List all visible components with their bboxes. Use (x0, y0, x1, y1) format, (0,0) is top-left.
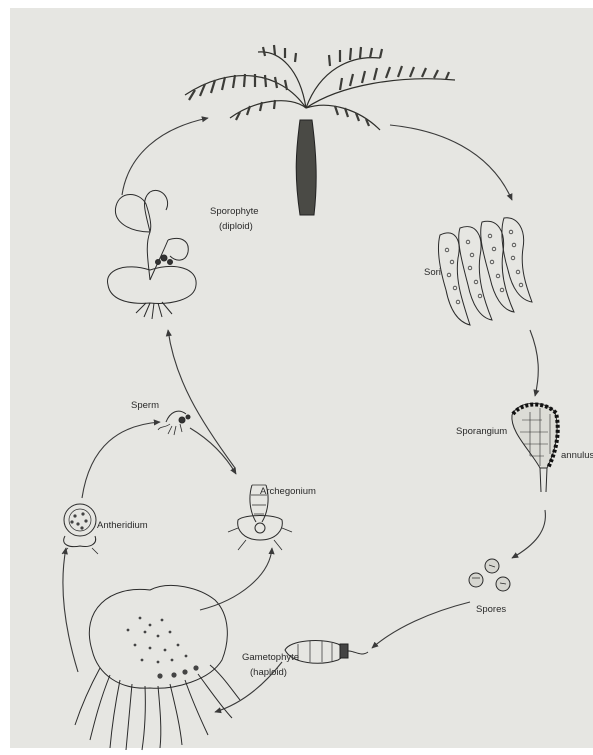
tree-fern-fronds (185, 52, 455, 130)
arrow-sporophyte-to-sori (390, 125, 512, 200)
arrow-spores-to-germinating-spore (372, 602, 470, 648)
gametophyte-rhizoids (75, 665, 240, 750)
arrow-sperm-to-archegonium (190, 428, 236, 474)
label-spores: Spores (476, 604, 506, 615)
gametophyte-illustration (75, 585, 240, 750)
tree-fern-trunk (296, 120, 316, 215)
arrow-archegonium-to-young-sporophyte (168, 330, 235, 468)
label-sporangium: Sporangium (456, 426, 507, 437)
arrow-gametophyte-to-antheridium (63, 548, 78, 672)
arrow-antheridium-to-sperm (82, 422, 160, 498)
tree-fern-pinnae (189, 45, 449, 126)
gametophyte-stipple (127, 617, 199, 679)
label-sporophyte: Sporophyte (210, 206, 259, 217)
label-gametophyte-haploid: (haploid) (250, 667, 287, 678)
label-sori: Sori (424, 267, 441, 278)
label-sperm: Sperm (131, 400, 159, 411)
label-gametophyte: Gametophyte (242, 652, 299, 663)
label-antheridium: Antheridium (97, 520, 148, 531)
arrow-sori-to-sporangium (530, 330, 538, 396)
sperm-illustration (158, 411, 190, 435)
spores-illustration (469, 559, 510, 591)
sporangium-illustration (512, 403, 558, 492)
labels: Sporophyte (diploid) Sori Sporangium ann… (97, 206, 593, 678)
label-annulus: annulus (561, 450, 593, 461)
label-archegonium: Archegonium (260, 486, 316, 497)
arrow-young-to-mature-sporophyte (122, 118, 208, 195)
antheridium-illustration (62, 504, 98, 554)
young-sporophyte-illustration (108, 190, 197, 319)
sori-frond-illustration (438, 218, 532, 325)
arrow-sporangium-to-spores (512, 510, 545, 558)
tree-fern-illustration (185, 45, 455, 215)
label-sporophyte-diploid: (diploid) (219, 221, 253, 232)
arrow-gametophyte-to-archegonium (200, 548, 272, 610)
